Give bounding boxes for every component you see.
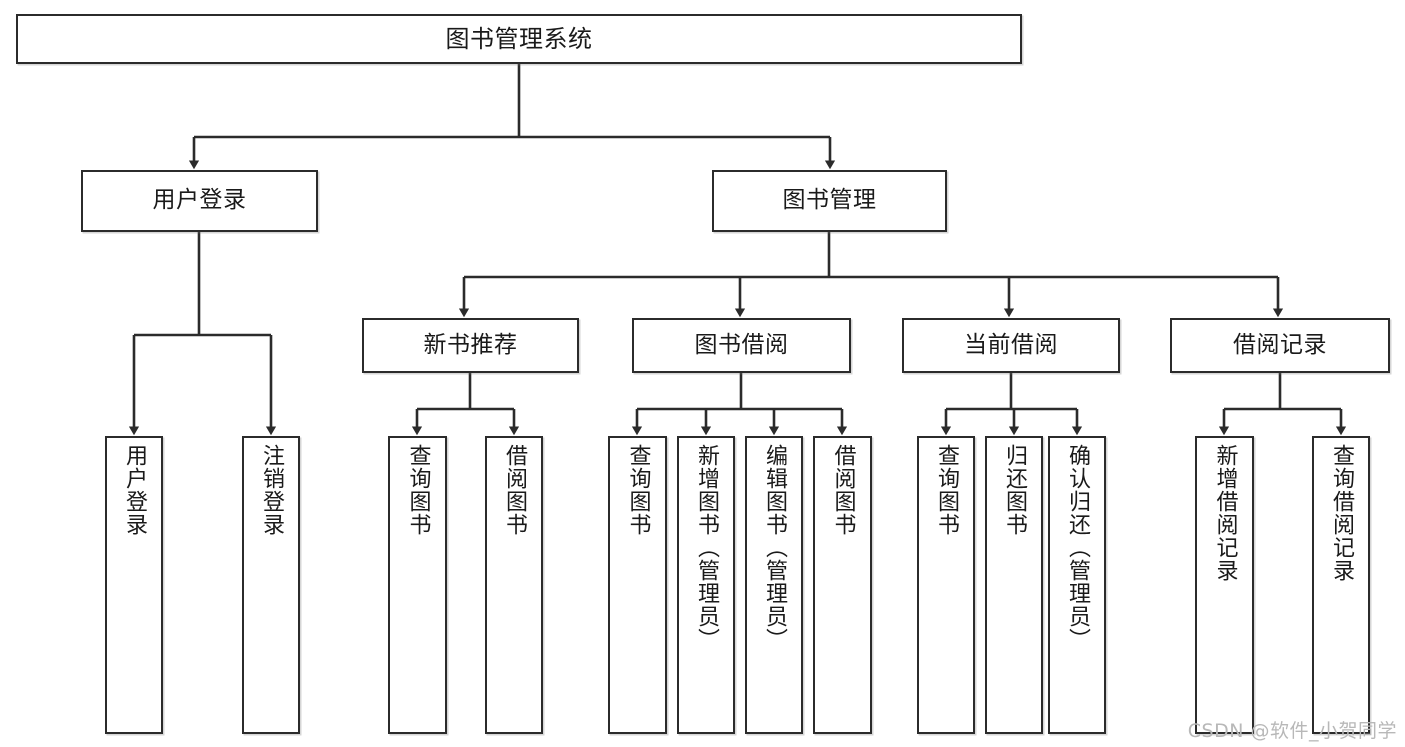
leaf-node[interactable]: 新增图书（管理员）	[677, 436, 735, 734]
leaf-node-label: 查询图书	[933, 444, 959, 536]
leaf-node-label: 注销登录	[258, 444, 284, 536]
node-label: 借阅记录	[1233, 331, 1327, 358]
leaf-node-inner: 查询图书	[919, 444, 973, 726]
leaf-node[interactable]: 借阅图书	[485, 436, 543, 734]
node-label: 图书管理	[782, 187, 877, 214]
leaf-node-inner: 用户登录	[107, 444, 161, 726]
leaf-node[interactable]: 借阅图书	[813, 436, 872, 734]
leaf-node-inner: 借阅图书	[815, 444, 870, 726]
leaf-node-label: 借阅图书	[501, 444, 527, 536]
leaf-node-inner: 新增借阅记录	[1197, 444, 1252, 726]
node-label: 用户登录	[152, 187, 247, 214]
leaf-node[interactable]: 归还图书	[985, 436, 1043, 734]
leaf-node-label: 查询借阅记录	[1328, 444, 1354, 582]
leaf-node-label: 编辑图书（管理员）	[761, 444, 787, 651]
leaf-node-label: 确认归还（管理员）	[1064, 444, 1090, 651]
leaf-node-label: 查询图书	[625, 444, 651, 536]
node-user-login[interactable]: 用户登录	[81, 170, 318, 232]
leaf-node[interactable]: 注销登录	[242, 436, 300, 734]
leaf-node-inner: 查询图书	[390, 444, 445, 726]
leaf-node[interactable]: 用户登录	[105, 436, 163, 734]
node-book-borrow[interactable]: 图书借阅	[632, 318, 851, 373]
leaf-node[interactable]: 查询图书	[917, 436, 975, 734]
leaf-node[interactable]: 查询图书	[388, 436, 447, 734]
leaf-node-inner: 借阅图书	[487, 444, 541, 726]
leaf-node-label: 归还图书	[1001, 444, 1027, 536]
node-label: 图书借阅	[694, 331, 789, 358]
leaf-node-label: 用户登录	[121, 444, 147, 536]
leaf-node[interactable]: 编辑图书（管理员）	[745, 436, 803, 734]
leaf-node-inner: 新增图书（管理员）	[679, 444, 733, 726]
node-new-book-recommend[interactable]: 新书推荐	[362, 318, 579, 373]
node-book-management[interactable]: 图书管理	[712, 170, 947, 232]
leaf-node[interactable]: 查询借阅记录	[1312, 436, 1370, 734]
leaf-node-label: 借阅图书	[830, 444, 856, 536]
leaf-node-inner: 查询图书	[610, 444, 665, 726]
node-borrow-records[interactable]: 借阅记录	[1170, 318, 1390, 373]
leaf-node-label: 新增借阅记录	[1212, 444, 1238, 582]
leaf-node-label: 查询图书	[405, 444, 431, 536]
leaf-node[interactable]: 新增借阅记录	[1195, 436, 1254, 734]
leaf-node[interactable]: 查询图书	[608, 436, 667, 734]
leaf-node-inner: 编辑图书（管理员）	[747, 444, 801, 726]
node-label: 当前借阅	[964, 331, 1058, 358]
leaf-node[interactable]: 确认归还（管理员）	[1048, 436, 1106, 734]
node-root-system[interactable]: 图书管理系统	[16, 14, 1022, 64]
leaf-node-inner: 确认归还（管理员）	[1050, 444, 1104, 726]
leaf-node-inner: 归还图书	[987, 444, 1041, 726]
node-label: 图书管理系统	[445, 24, 593, 53]
leaf-node-inner: 查询借阅记录	[1314, 444, 1368, 726]
node-current-borrow[interactable]: 当前借阅	[902, 318, 1120, 373]
leaf-node-label: 新增图书（管理员）	[693, 444, 719, 651]
node-label: 新书推荐	[423, 331, 518, 358]
leaf-node-inner: 注销登录	[244, 444, 298, 726]
